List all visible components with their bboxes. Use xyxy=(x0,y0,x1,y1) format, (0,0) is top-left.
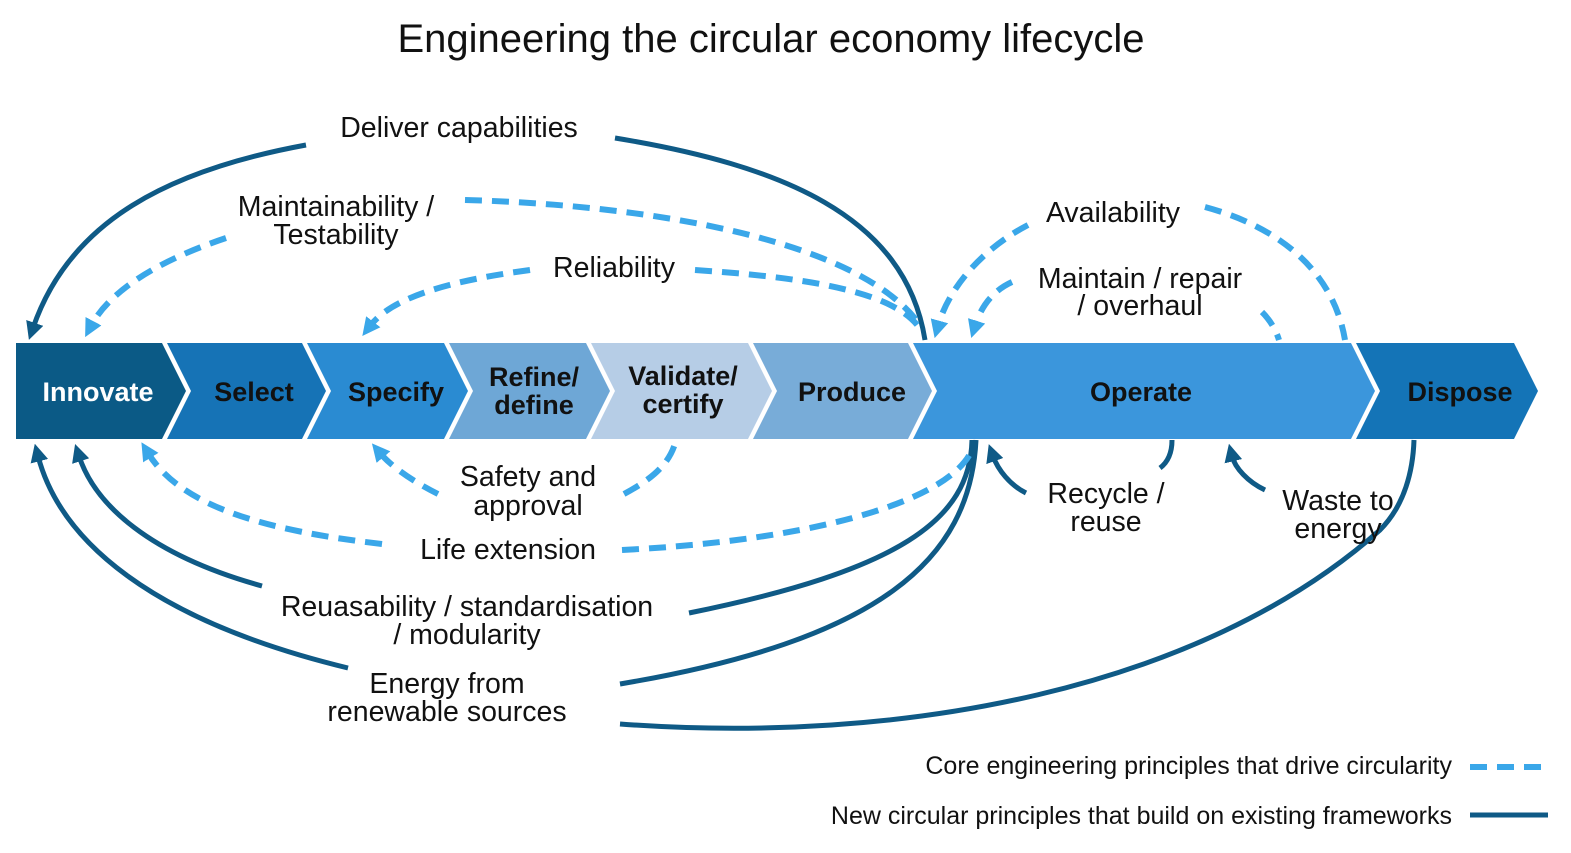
stage-select-shape xyxy=(167,343,326,439)
maintainability-arrow-left xyxy=(85,235,227,338)
stage-bar: Innovate Select Specify Refine/ define V… xyxy=(16,343,1538,439)
energy-label-line2: renewable sources xyxy=(327,696,566,728)
energy-arrow-center xyxy=(619,439,979,687)
reusability-arrow-left xyxy=(72,444,263,589)
recycle-label-line2: reuse xyxy=(1070,506,1141,538)
stage-validate-label-line2: certify xyxy=(642,389,723,419)
stage-refine-label-line2: define xyxy=(494,390,574,420)
stage-dispose-shape xyxy=(1356,343,1538,439)
maintain-label-line2: / overhaul xyxy=(1077,290,1202,322)
recycle-arrow xyxy=(986,444,1028,496)
life-extension-label: Life extension xyxy=(420,534,596,566)
maintain-arrow-tail xyxy=(1259,309,1282,341)
deliver-capabilities-arrow-left xyxy=(26,142,307,340)
safety-arrow-left xyxy=(371,443,440,497)
reusability-label-line2: / modularity xyxy=(393,619,541,651)
energy-arrow-right xyxy=(619,439,1417,731)
recycle-arrow-tail xyxy=(1158,439,1175,470)
safety-arrow-right xyxy=(622,439,679,497)
legend-solid-label: New circular principles that build on ex… xyxy=(831,802,1452,830)
reusability-arrow-right xyxy=(688,439,975,616)
stage-produce-shape xyxy=(753,343,932,439)
reliability-arrow-right xyxy=(694,267,921,328)
stage-dispose-label: Dispose xyxy=(1407,377,1512,407)
maintainability-label-line1: Maintainability / xyxy=(238,191,435,223)
stage-validate-label-line1: Validate/ xyxy=(628,361,738,391)
life-extension-arrow-right xyxy=(621,448,975,553)
stage-operate-shape xyxy=(913,343,1375,439)
stage-operate-label: Operate xyxy=(1090,377,1192,407)
energy-arrow-left xyxy=(30,443,349,671)
stage-produce-label: Produce xyxy=(798,377,906,407)
safety-label-line1: Safety and xyxy=(460,461,596,493)
energy-label-line1: Energy from xyxy=(369,668,524,700)
availability-label: Availability xyxy=(1046,197,1181,229)
waste-label-line1: Waste to xyxy=(1282,485,1393,517)
maintain-arrow xyxy=(968,279,1014,339)
legend-dashed-label: Core engineering principles that drive c… xyxy=(925,752,1452,780)
diagram-title: Engineering the circular economy lifecyc… xyxy=(397,17,1144,61)
solid-arrows xyxy=(26,135,1417,731)
reliability-label: Reliability xyxy=(553,252,676,284)
stage-specify-label: Specify xyxy=(348,377,444,407)
stage-refine-label-line1: Refine/ xyxy=(489,362,580,392)
maintain-label-line1: Maintain / repair xyxy=(1038,263,1243,295)
maintainability-label-line2: Testability xyxy=(273,219,399,251)
maintainability-arrow-right xyxy=(464,197,923,327)
deliver-capabilities-label: Deliver capabilities xyxy=(340,112,578,144)
stage-innovate-shape xyxy=(16,343,186,439)
stage-innovate-label: Innovate xyxy=(42,377,153,407)
life-extension-arrow-left xyxy=(141,442,383,547)
waste-label-line2: energy xyxy=(1294,513,1382,545)
stage-select-label: Select xyxy=(214,377,294,407)
availability-arrow-tail xyxy=(1204,204,1348,341)
safety-label-line2: approval xyxy=(473,490,582,522)
legend: Core engineering principles that drive c… xyxy=(831,752,1548,830)
waste-arrow xyxy=(1224,443,1267,493)
dashed-arrows xyxy=(85,197,1348,553)
stage-refine-shape xyxy=(449,343,610,439)
stage-specify-shape xyxy=(307,343,468,439)
principle-labels: Deliver capabilities Maintainability / T… xyxy=(238,112,1394,728)
reusability-label-line1: Reuasability / standardisation xyxy=(281,591,653,623)
reliability-arrow-left xyxy=(362,267,531,336)
recycle-label-line1: Recycle / xyxy=(1047,478,1164,510)
deliver-capabilities-arrow-right xyxy=(614,135,928,341)
stage-validate-shape xyxy=(591,343,772,439)
